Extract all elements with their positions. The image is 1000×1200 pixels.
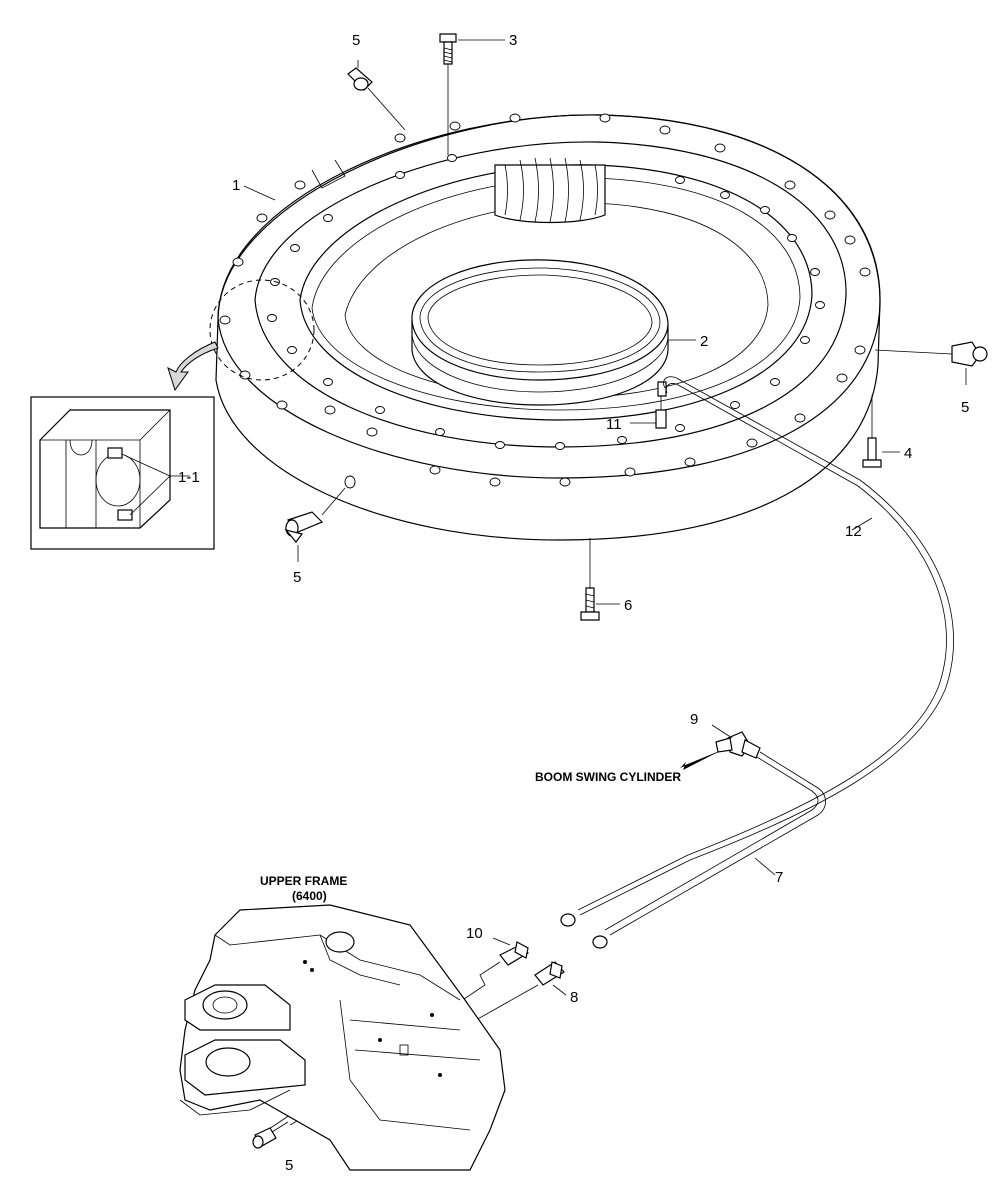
callout-6: 6 bbox=[624, 597, 632, 614]
bolt-4 bbox=[862, 395, 900, 468]
bolt-6 bbox=[580, 538, 620, 621]
callout-1-1: 1-1 bbox=[178, 469, 200, 486]
pipe-12 bbox=[577, 376, 954, 916]
caption-upper-frame-code: (6400) bbox=[292, 889, 327, 903]
upper-frame bbox=[179, 904, 506, 1171]
callout-1: 1 bbox=[232, 177, 240, 194]
callout-11: 11 bbox=[606, 416, 622, 433]
bolt-holes bbox=[219, 113, 871, 489]
grease-nipple-top bbox=[347, 60, 406, 131]
callout-9: 9 bbox=[690, 711, 698, 728]
grease-nipple-right bbox=[874, 341, 988, 385]
leader-lines bbox=[125, 185, 696, 516]
callout-8: 8 bbox=[570, 989, 578, 1006]
detail-arrow bbox=[167, 341, 219, 392]
callout-5-right: 5 bbox=[961, 399, 969, 416]
callout-12: 12 bbox=[845, 523, 862, 540]
callout-4: 4 bbox=[904, 445, 912, 462]
elbow-fitting-9 bbox=[680, 724, 761, 770]
seal-ring bbox=[411, 259, 669, 406]
callout-3: 3 bbox=[509, 32, 517, 49]
detail-circle bbox=[209, 279, 315, 381]
gear-teeth bbox=[494, 157, 606, 224]
adapter-8 bbox=[534, 961, 567, 996]
callout-5-bottom: 5 bbox=[285, 1157, 293, 1174]
pipe-nuts bbox=[560, 913, 608, 949]
pipe-7 bbox=[604, 751, 826, 936]
caption-upper-frame: UPPER FRAME bbox=[260, 874, 347, 888]
adapter-10 bbox=[492, 937, 529, 966]
bolt-3 bbox=[439, 33, 505, 155]
callout-5-left: 5 bbox=[293, 569, 301, 586]
caption-boom-swing-cylinder: BOOM SWING CYLINDER bbox=[535, 770, 681, 784]
fitting-11 bbox=[630, 381, 667, 429]
callout-10: 10 bbox=[466, 925, 483, 942]
callout-2: 2 bbox=[700, 333, 708, 350]
detail-box-1-1 bbox=[30, 396, 215, 550]
callout-7: 7 bbox=[775, 869, 783, 886]
grease-nipple-bottom bbox=[252, 1121, 289, 1149]
callout-5-top: 5 bbox=[352, 32, 360, 49]
grease-nipple-left bbox=[284, 487, 346, 562]
